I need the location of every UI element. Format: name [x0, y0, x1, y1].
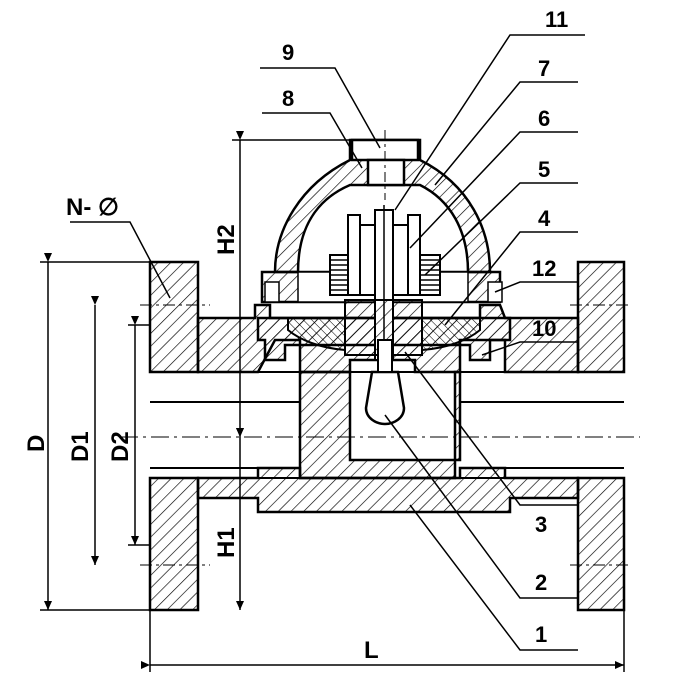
label-D: D	[23, 435, 50, 452]
label-L: L	[364, 637, 379, 664]
plug-stem-part-3	[377, 339, 393, 373]
label-part-7: 7	[538, 56, 550, 81]
label-part-9: 9	[282, 40, 294, 65]
label-part-5: 5	[538, 157, 550, 182]
bolt-left	[264, 281, 280, 303]
label-part-3: 3	[535, 512, 547, 537]
label-n-phi: N- ∅	[66, 194, 119, 221]
right-flange	[576, 260, 626, 612]
label-D2: D2	[107, 431, 134, 462]
label-part-1: 1	[535, 622, 547, 647]
label-part-11: 11	[545, 7, 568, 32]
indicator-stem-part-8	[366, 158, 406, 187]
label-part-4: 4	[538, 206, 551, 231]
left-flange	[148, 260, 200, 612]
dimension-lines	[40, 131, 625, 672]
label-H2: H2	[213, 224, 240, 255]
diaphragm-right	[421, 317, 481, 352]
label-D1: D1	[67, 431, 94, 462]
label-part-12: 12	[532, 256, 556, 281]
label-H1: H1	[213, 527, 240, 558]
label-part-2: 2	[535, 570, 547, 595]
label-part-10: 10	[532, 316, 556, 341]
label-part-6: 6	[538, 106, 550, 131]
leader-lines	[70, 34, 585, 651]
label-part-8: 8	[282, 86, 294, 111]
plug-part-2	[364, 370, 406, 426]
bonnet-part-7	[273, 138, 492, 274]
